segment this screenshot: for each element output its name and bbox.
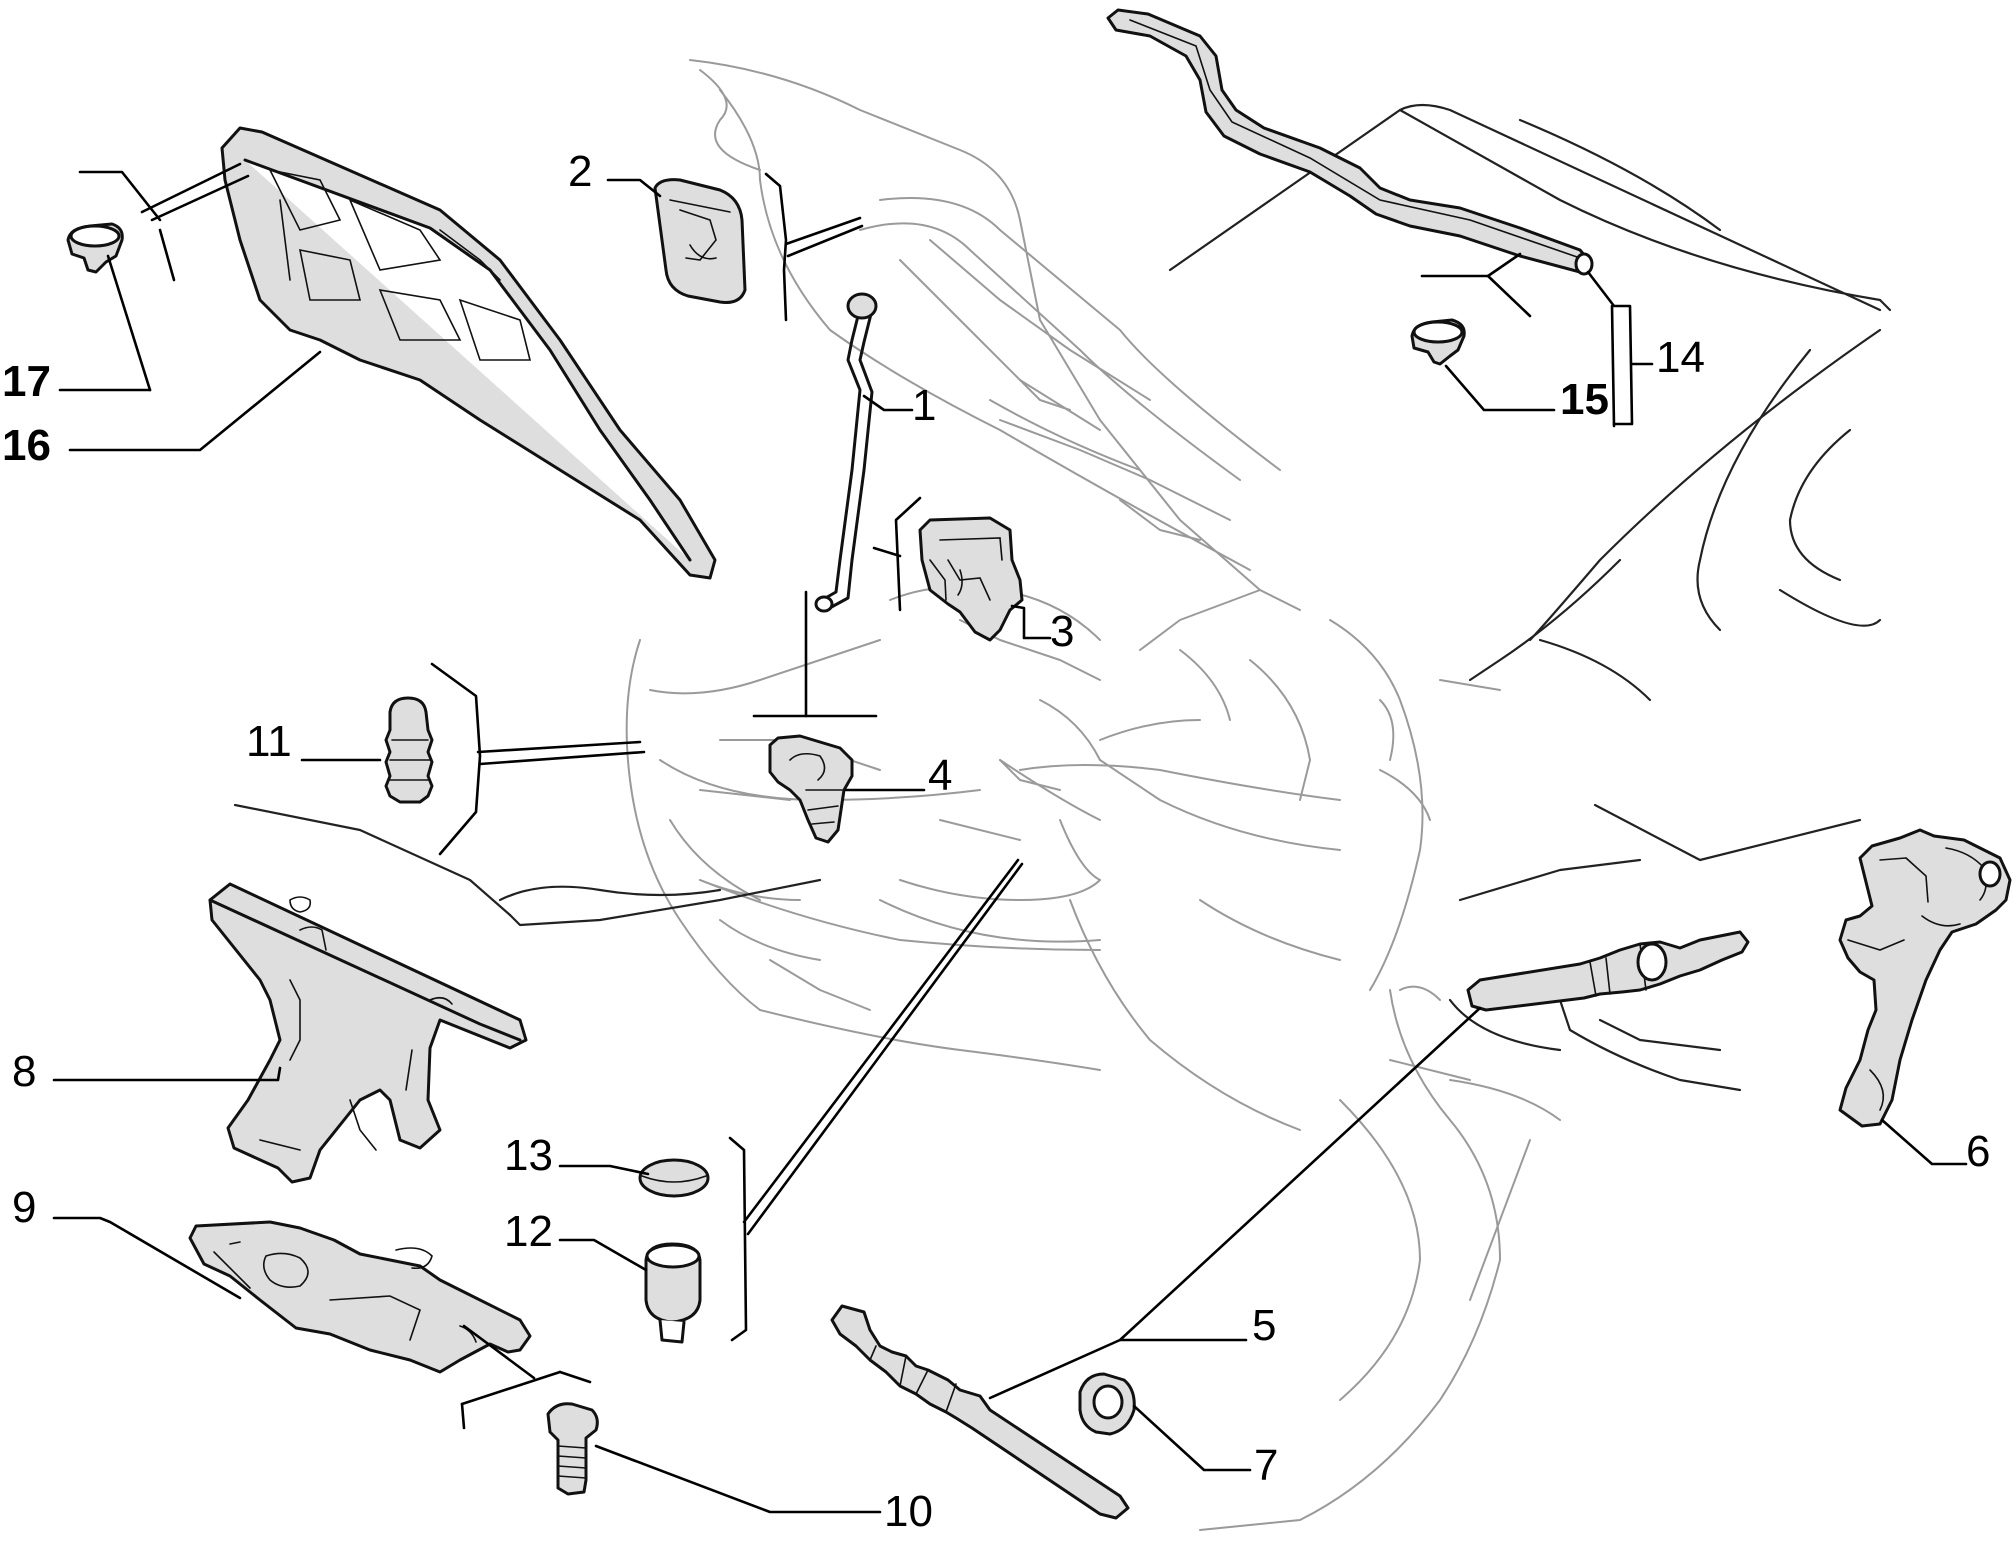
callout-1: 1 [912, 381, 936, 430]
part-9-striker-plate [188, 1220, 532, 1374]
part-15-push-clip [1410, 318, 1466, 366]
part-11-rubber-stop [384, 696, 434, 804]
callout-3: 3 [1050, 607, 1074, 656]
part-1-prop-rod [814, 292, 878, 613]
part-13-cap [638, 1158, 710, 1198]
callout-15: 15 [1560, 375, 1609, 424]
part-4-rod-holder [768, 734, 854, 844]
callout-10: 10 [884, 1487, 933, 1536]
part-14-seal-strip [1106, 8, 1594, 276]
part-8-lock-bracket [208, 882, 528, 1184]
callout-9: 9 [12, 1183, 36, 1232]
callout-6: 6 [1966, 1127, 1990, 1176]
callout-7: 7 [1254, 1441, 1278, 1490]
part-10-bolt [546, 1402, 599, 1496]
callout-12: 12 [504, 1207, 553, 1256]
part-6-release-lever [1838, 828, 2012, 1128]
part-12-buffer [644, 1242, 702, 1344]
part-3-latch-hook [918, 516, 1024, 642]
part-16-hood-insulation [220, 126, 717, 580]
callout-5: 5 [1252, 1301, 1276, 1350]
part-7-grommet [1078, 1372, 1136, 1436]
callout-2: 2 [568, 147, 592, 196]
car-body-outline [233, 59, 1892, 1531]
callout-16: 16 [2, 421, 51, 470]
callout-11: 11 [246, 717, 292, 766]
part-5-release-cable [830, 930, 1750, 1520]
part-2-rubber-buffer [653, 178, 747, 304]
callout-8: 8 [12, 1047, 36, 1096]
callout-14: 14 [1656, 333, 1705, 382]
callout-4: 4 [928, 751, 952, 800]
callout-17: 17 [2, 357, 51, 406]
part-17-push-clip [66, 222, 124, 274]
callout-13: 13 [504, 1131, 553, 1180]
leader-lines [52, 162, 1968, 1514]
